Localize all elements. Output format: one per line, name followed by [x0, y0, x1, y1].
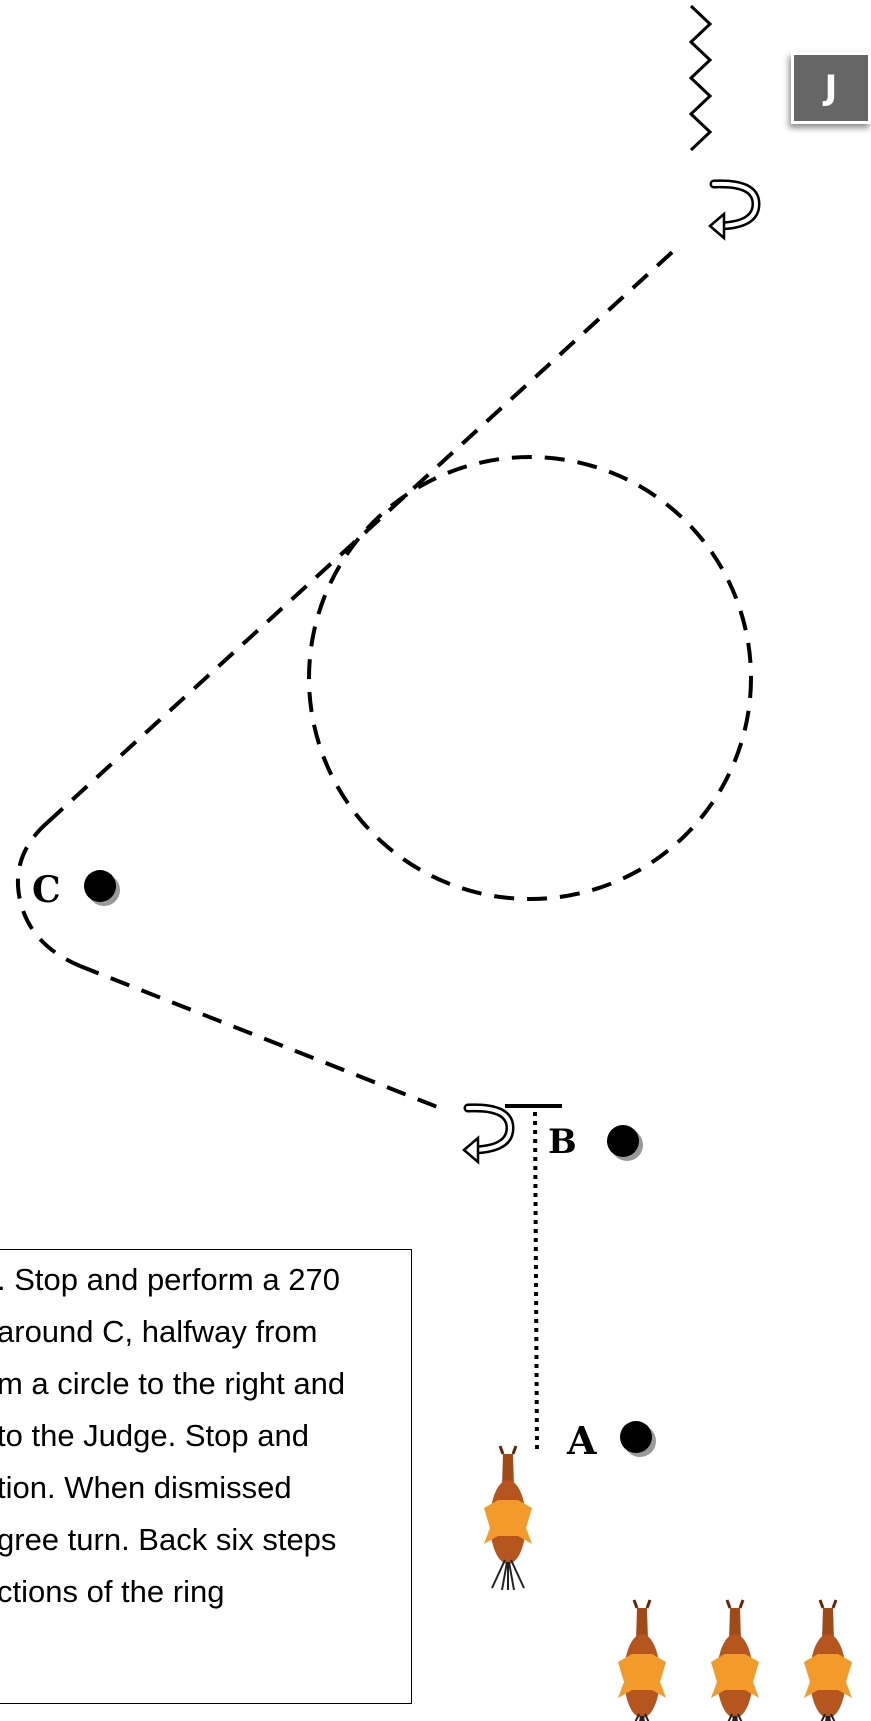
dashed-circle — [307, 455, 753, 901]
instruction-line: ctions of the ring — [0, 1574, 225, 1609]
turn-arrow-icon — [708, 179, 761, 241]
horse-icon — [709, 1598, 761, 1721]
a-to-b-dotted-path — [533, 1111, 539, 1453]
c-turn-dashed-arc — [15, 820, 81, 968]
c-to-b-dashed-path — [79, 964, 446, 1112]
marker-c-dot — [84, 870, 120, 906]
marker-a-label: A — [567, 1418, 597, 1463]
instruction-line: gree turn. Back six steps — [0, 1522, 337, 1557]
instruction-line: m a circle to the right and — [0, 1366, 346, 1401]
instruction-line: to the Judge. Stop and — [0, 1418, 309, 1453]
pattern-instructions-box: . Stop and perform a 270 around C, halfw… — [0, 1249, 412, 1704]
diagonal-dashed-path — [46, 243, 682, 824]
horse-icon — [616, 1598, 668, 1721]
marker-b-label: B — [548, 1122, 577, 1162]
horse-icon — [802, 1598, 854, 1721]
zigzag-rail — [688, 4, 713, 152]
instruction-line: . Stop and perform a 270 — [0, 1262, 340, 1297]
marker-b-dot — [607, 1125, 643, 1161]
horse-icon — [482, 1444, 534, 1592]
judge-marker: J — [791, 52, 871, 124]
marker-a-dot — [620, 1421, 656, 1457]
marker-c-label: C — [32, 869, 61, 911]
instruction-line: tion. When dismissed — [0, 1470, 292, 1505]
turn-arrow-icon — [462, 1103, 515, 1165]
instruction-line: around C, halfway from — [0, 1314, 318, 1349]
judge-label: J — [824, 68, 838, 108]
